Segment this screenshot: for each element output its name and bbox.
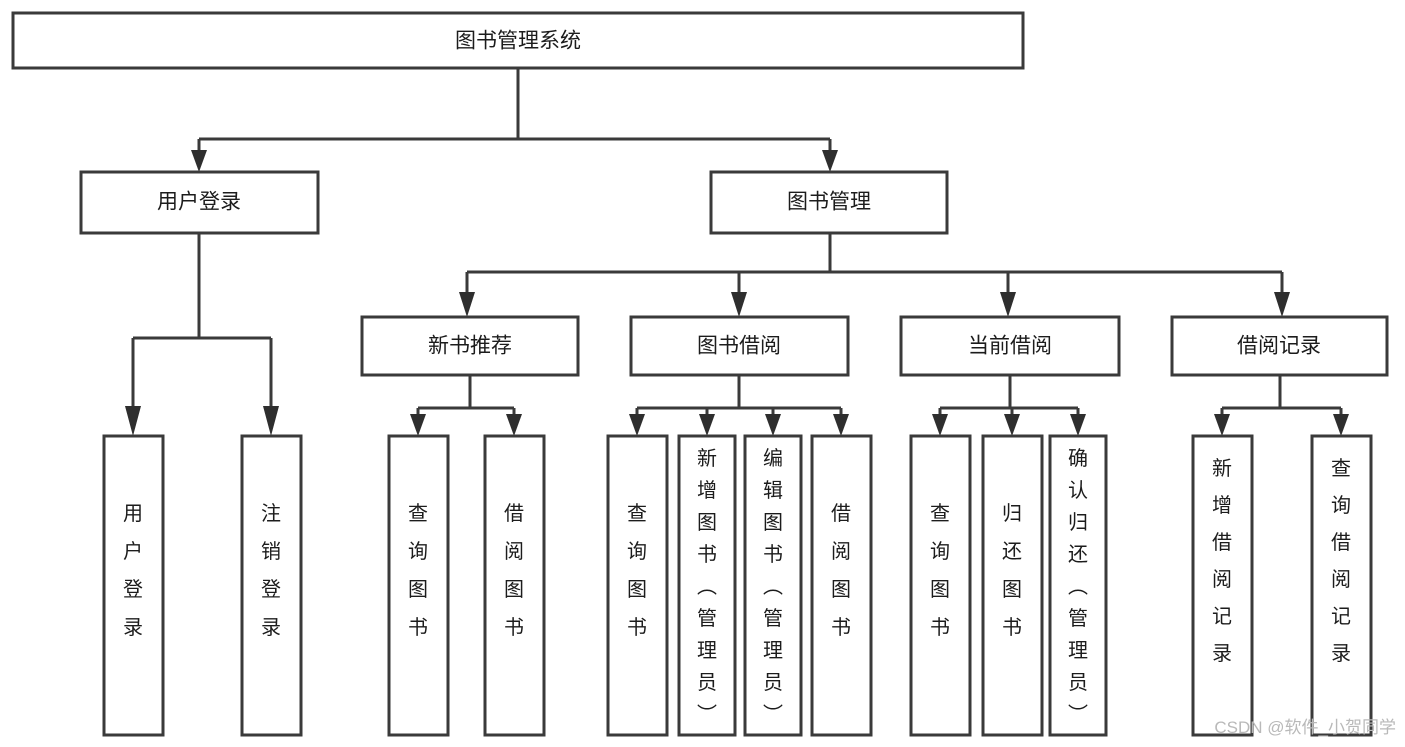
node-root[interactable]: 图书管理系统 <box>11 11 1025 70</box>
node-leaf-query-book-recommend-label: 查询图书 <box>408 502 428 639</box>
node-new-book-recommend[interactable]: 新书推荐 <box>360 315 580 377</box>
node-leaf-query-borrow-record-label: 查询借阅记录 <box>1331 457 1351 665</box>
node-leaf-borrow-book-recommend[interactable]: 借阅图书 <box>483 434 546 737</box>
node-leaf-logout-login-box[interactable] <box>240 434 303 737</box>
arrow-head-leaf-add-borrow-record <box>1214 414 1230 436</box>
arrow-head-leaf-logout-login <box>263 406 279 436</box>
node-current-borrow-box[interactable] <box>899 315 1121 377</box>
node-leaf-query-book-current-label: 查询图书 <box>930 502 950 639</box>
node-current-borrow-label: 当前借阅 <box>968 335 1052 358</box>
node-leaf-borrow-book[interactable]: 借阅图书 <box>810 434 873 737</box>
node-leaf-query-book-recommend-box[interactable] <box>387 434 450 737</box>
arrow-head-current-borrow <box>1000 292 1016 317</box>
node-book-borrow-box[interactable] <box>629 315 850 377</box>
node-leaf-query-book-borrow-label: 查询图书 <box>627 502 647 639</box>
node-root-box[interactable] <box>11 11 1025 70</box>
arrow-head-new-book-recommend <box>459 292 475 317</box>
connector-layer <box>125 68 1349 436</box>
node-leaf-borrow-book-recommend-box[interactable] <box>483 434 546 737</box>
arrow-head-leaf-query-borrow-record <box>1333 414 1349 436</box>
node-borrow-record[interactable]: 借阅记录 <box>1170 315 1389 377</box>
node-leaf-edit-book-admin-box[interactable] <box>743 434 803 737</box>
arrow-head-book-borrow <box>731 292 747 317</box>
node-leaf-return-book-label: 归还图书 <box>1002 502 1022 639</box>
node-leaf-query-book-borrow-box[interactable] <box>606 434 669 737</box>
arrow-head-leaf-query-book-current <box>932 414 948 436</box>
node-leaf-borrow-book-recommend-label: 借阅图书 <box>504 502 524 639</box>
arrow-head-leaf-borrow-book <box>833 414 849 436</box>
node-leaf-return-book-box[interactable] <box>981 434 1044 737</box>
arrow-head-leaf-return-book <box>1004 414 1020 436</box>
node-leaf-user-login-label: 用户登录 <box>123 503 143 639</box>
node-leaf-logout-login-label: 注销登录 <box>261 502 281 639</box>
arrow-head-leaf-add-book-admin <box>699 414 715 436</box>
arrow-head-book-management <box>822 150 838 172</box>
node-leaf-edit-book-admin-label: 编辑图书︵管理员︶ <box>763 447 783 726</box>
arrow-head-leaf-query-book-borrow <box>629 414 645 436</box>
node-leaf-query-book-current-box[interactable] <box>909 434 972 737</box>
node-leaf-query-borrow-record-box[interactable] <box>1310 434 1373 737</box>
node-book-management-box[interactable] <box>709 170 949 235</box>
node-new-book-recommend-box[interactable] <box>360 315 580 377</box>
arrow-head-leaf-edit-book-admin <box>765 414 781 436</box>
arrow-head-leaf-borrow-book-recommend <box>506 414 522 436</box>
node-leaf-borrow-book-label: 借阅图书 <box>831 502 851 639</box>
node-current-borrow[interactable]: 当前借阅 <box>899 315 1121 377</box>
node-leaf-add-book-admin-box[interactable] <box>677 434 737 737</box>
arrow-head-user-login <box>191 150 207 172</box>
csdn-watermark: CSDN @软件_小贺同学 <box>1214 718 1396 737</box>
node-book-borrow-label: 图书借阅 <box>697 335 781 358</box>
node-borrow-record-label: 借阅记录 <box>1237 335 1321 358</box>
node-leaf-add-book-admin[interactable]: 新增图书︵管理员︶ <box>677 434 737 737</box>
arrow-head-leaf-query-book-recommend <box>410 414 426 436</box>
node-user-login-box[interactable] <box>79 170 320 235</box>
node-leaf-add-borrow-record-label: 新增借阅记录 <box>1212 457 1232 665</box>
node-leaf-confirm-return-admin-label: 确认归还︵管理员︶ <box>1068 447 1088 726</box>
arrow-head-borrow-record <box>1274 292 1290 317</box>
node-book-management[interactable]: 图书管理 <box>709 170 949 235</box>
node-user-login-label: 用户登录 <box>157 191 241 214</box>
node-leaf-borrow-book-box[interactable] <box>810 434 873 737</box>
node-leaf-confirm-return-admin-box[interactable] <box>1048 434 1108 737</box>
node-leaf-add-borrow-record-box[interactable] <box>1191 434 1254 737</box>
node-leaf-add-book-admin-label: 新增图书︵管理员︶ <box>697 447 717 726</box>
node-root-label: 图书管理系统 <box>455 30 581 53</box>
node-new-book-recommend-label: 新书推荐 <box>428 335 512 358</box>
arrow-head-leaf-user-login <box>125 406 141 436</box>
node-borrow-record-box[interactable] <box>1170 315 1389 377</box>
node-leaf-query-borrow-record[interactable]: 查询借阅记录 <box>1310 434 1373 737</box>
node-book-borrow[interactable]: 图书借阅 <box>629 315 850 377</box>
node-leaf-add-borrow-record[interactable]: 新增借阅记录 <box>1191 434 1254 737</box>
node-leaf-query-book-current[interactable]: 查询图书 <box>909 434 972 737</box>
node-leaf-return-book[interactable]: 归还图书 <box>981 434 1044 737</box>
node-leaf-user-login[interactable]: 用户登录 <box>102 434 165 737</box>
node-leaf-user-login-box[interactable] <box>102 434 165 737</box>
node-book-management-label: 图书管理 <box>787 191 871 214</box>
node-leaf-query-book-borrow[interactable]: 查询图书 <box>606 434 669 737</box>
node-leaf-logout-login[interactable]: 注销登录 <box>240 434 303 737</box>
node-leaf-edit-book-admin[interactable]: 编辑图书︵管理员︶ <box>743 434 803 737</box>
node-leaf-query-book-recommend[interactable]: 查询图书 <box>387 434 450 737</box>
node-leaf-confirm-return-admin[interactable]: 确认归还︵管理员︶ <box>1048 434 1108 737</box>
arrow-head-leaf-confirm-return-admin <box>1070 414 1086 436</box>
node-user-login[interactable]: 用户登录 <box>79 170 320 235</box>
